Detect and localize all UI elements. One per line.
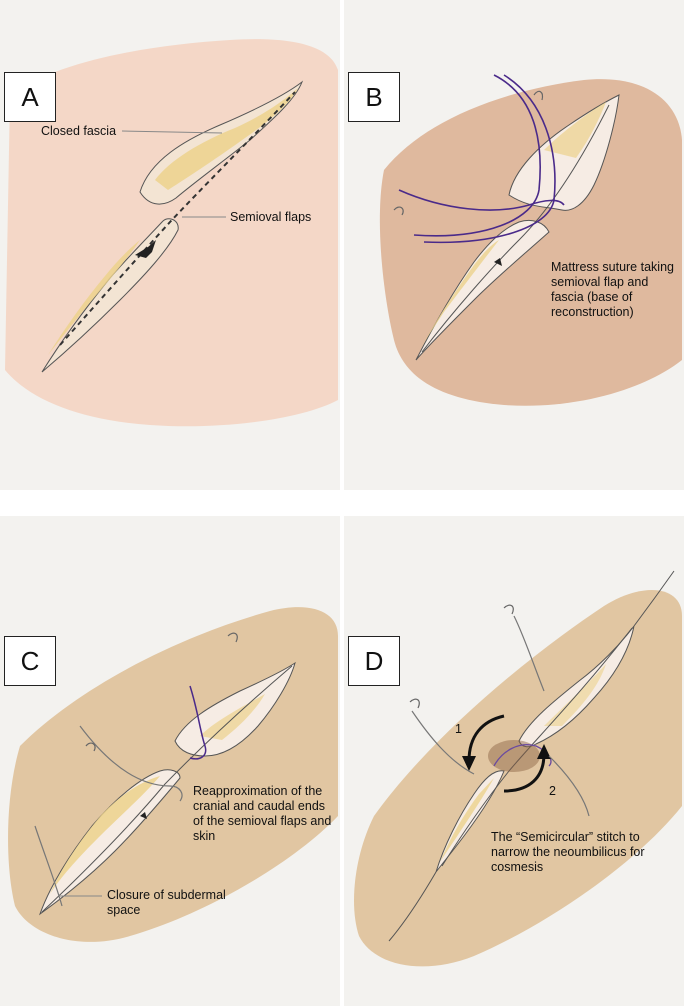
incision-line-bottom: [388, 871, 437, 942]
leader-closed-fascia: [121, 130, 223, 134]
panel-c-letter: C: [4, 636, 56, 686]
lower-fascia-yellow: [48, 240, 140, 355]
upper-flap-yellow: [544, 102, 606, 158]
panel-d-illustration: [354, 570, 682, 967]
label-subdermal-closure: Closure of subdermal space: [107, 888, 226, 917]
upper-flap-yellow: [200, 694, 265, 740]
suture-thread-top: [513, 615, 545, 692]
upper-fascia-yellow: [155, 88, 298, 190]
neoumbilicus: [488, 740, 540, 772]
arrow-step-1: [467, 714, 505, 762]
label-reapproximation: Reapproximation of the cranial and cauda…: [193, 784, 332, 843]
panel-c: C Reapproximation of the cranial and cau…: [0, 516, 340, 1006]
label-step-1: 1: [455, 722, 462, 736]
label-step-2: 2: [549, 784, 556, 798]
skin-background: [354, 589, 682, 967]
needle-left: [393, 206, 404, 216]
panel-a-letter: A: [4, 72, 56, 122]
lower-flap: [435, 770, 505, 873]
suture-thread-right: [548, 755, 590, 817]
panel-a-illustration: [5, 39, 338, 427]
mattress-suture-3: [398, 189, 565, 211]
panel-b: B Mattress suture taking semioval flap a…: [344, 0, 684, 490]
panel-d: D 1 2 The “Semicircular” stitch to narro…: [344, 516, 684, 1006]
needle-left: [409, 698, 420, 709]
umbilical-stalk: [135, 240, 156, 258]
fascia-suture-line: [59, 91, 296, 346]
suture-thread-left: [411, 710, 475, 775]
skin-suture-line: [441, 627, 633, 867]
skin-suture-line: [421, 104, 610, 353]
mattress-suture-1: [413, 74, 541, 237]
skin-suture-line: [41, 665, 293, 913]
needle-left: [85, 742, 96, 752]
caudal-suture: [79, 725, 183, 802]
umbilical-stalk: [494, 258, 502, 266]
panel-c-illustration: [8, 607, 339, 942]
panel-a: A Closed fascia Semioval flaps: [0, 0, 340, 490]
panel-b-illustration: [379, 74, 682, 406]
lower-flap: [38, 769, 181, 916]
arrow-step-2: [503, 753, 546, 793]
lower-flap-yellow: [440, 778, 494, 862]
panel-b-letter: B: [348, 72, 400, 122]
arrow-step-2-head: [537, 744, 551, 759]
lower-flap: [415, 219, 550, 361]
subdermal-suture: [34, 825, 63, 907]
panel-d-letter: D: [348, 636, 400, 686]
label-semioval-flaps: Semioval flaps: [230, 210, 312, 224]
lower-flap-yellow: [50, 776, 160, 894]
label-mattress-suture: Mattress suture taking semioval flap and…: [551, 260, 674, 319]
semicircular-stitch: [493, 744, 552, 767]
label-semicircular-stitch: The “Semicircular” stitch to narrow the …: [491, 830, 645, 874]
upper-flap: [518, 625, 635, 748]
needle-top: [503, 604, 514, 615]
umbilical-stalk: [140, 812, 147, 819]
incision-line-top: [633, 570, 675, 627]
cranial-suture: [189, 685, 207, 760]
label-closed-fascia: Closed fascia: [41, 124, 117, 138]
arrow-step-1-head: [462, 756, 476, 771]
needle-top: [227, 632, 238, 643]
needle-top: [533, 90, 544, 101]
